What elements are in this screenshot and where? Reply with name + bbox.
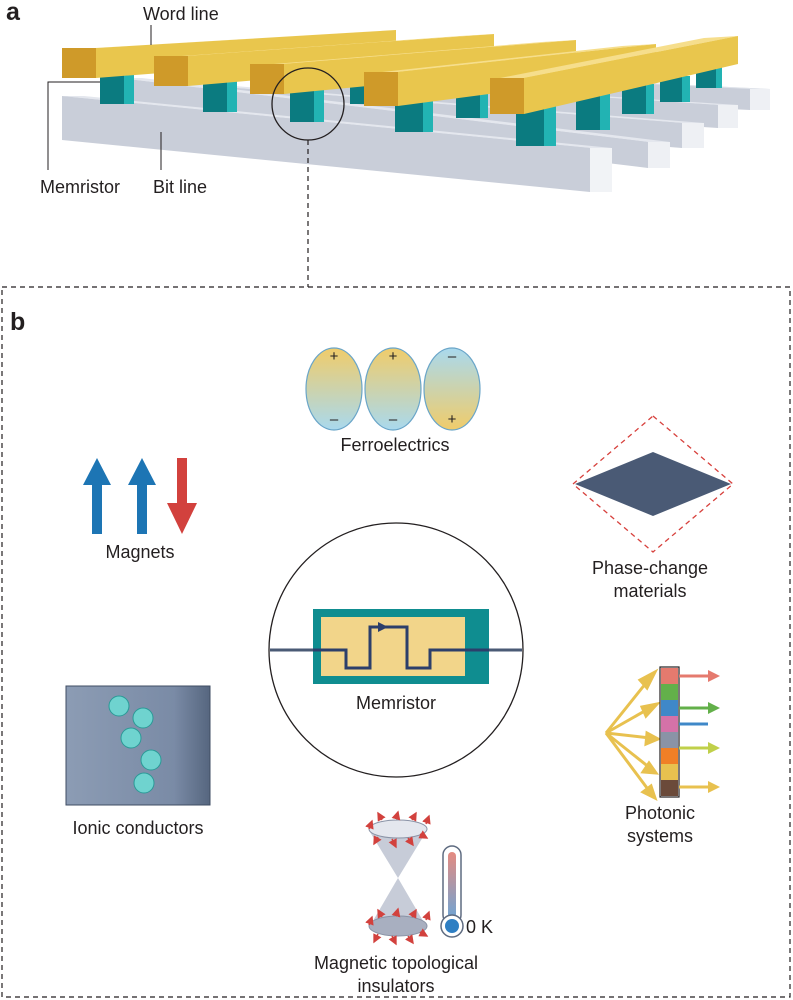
panel-b-letter: b [10,308,25,336]
ion-icon [120,727,142,749]
temperature-label: 0 K [466,917,493,937]
ionic-conductors-label: Ionic conductors [72,818,203,838]
memristor-symbol-icon [313,625,489,670]
word-line-4 [490,36,738,114]
photonic-label-line2: systems [627,826,693,846]
magnet-up-arrow-icon [83,458,111,534]
memristor-center-label: Memristor [356,693,436,713]
phase-change-label-line1: Phase-change [592,558,708,578]
magnet-up-arrow-icon [128,458,156,534]
spin-texture-icon [365,810,431,946]
ferroelectrics: + – + – – + Ferroelectrics [305,347,481,455]
phase-change-materials: Phase-change materials [571,415,735,601]
bit-line-label: Bit line [153,177,207,197]
topological-label-line1: Magnetic topological [314,953,478,973]
ion-icon [108,695,130,717]
word-line-label: Word line [143,4,219,24]
lower-cone-rim [368,915,428,937]
domain-top-sign: + [330,348,339,365]
upper-cone-rim [368,819,428,839]
panel-a: a [6,0,770,287]
ferroelectric-domain: + – [305,347,363,431]
crystal-outline-icon [571,415,735,553]
central-memristor: Memristor [268,522,524,778]
magnets: Magnets [83,458,197,562]
domain-bottom-sign: – [389,411,398,428]
domain-bottom-sign: – [330,411,339,428]
topological-label-line2: insulators [357,976,434,996]
bit-line-0 [62,96,612,192]
ferroelectrics-label: Ferroelectrics [340,435,449,455]
domain-bottom-sign: + [448,411,457,428]
phase-change-label-line2: materials [613,581,686,601]
memristor-label: Memristor [40,177,120,197]
panel-a-letter: a [6,0,21,26]
output-light-rays [679,670,720,793]
panel-b-frame [1,286,791,998]
domain-top-sign: – [448,348,457,365]
photonic-label-line1: Photonic [625,803,695,823]
domain-top-sign: + [389,348,398,365]
magnet-down-arrow-icon [167,458,197,534]
current-arrow-icon [378,622,388,632]
magnets-label: Magnets [105,542,174,562]
amorphous-phase-icon [575,452,731,516]
upper-dirac-cone-icon [370,832,426,878]
thermometer-icon [440,845,464,938]
panel-b: b + – + – – + Ferroelectrics [1,286,791,998]
ferroelectric-domain: + – [364,347,422,431]
magnetic-topological-insulators: 0 K Magnetic topological insulators [314,810,493,996]
ionic-conductors: Ionic conductors [65,685,211,838]
ferroelectric-domain: – + [423,347,481,431]
memristor-leader [47,81,100,170]
ion-icon [132,707,154,729]
ion-icon [133,772,155,794]
ion-icon [140,749,162,771]
input-light-rays [604,668,662,801]
memristor-pillar [660,76,690,102]
photonic-systems: Photonic systems [604,666,720,846]
